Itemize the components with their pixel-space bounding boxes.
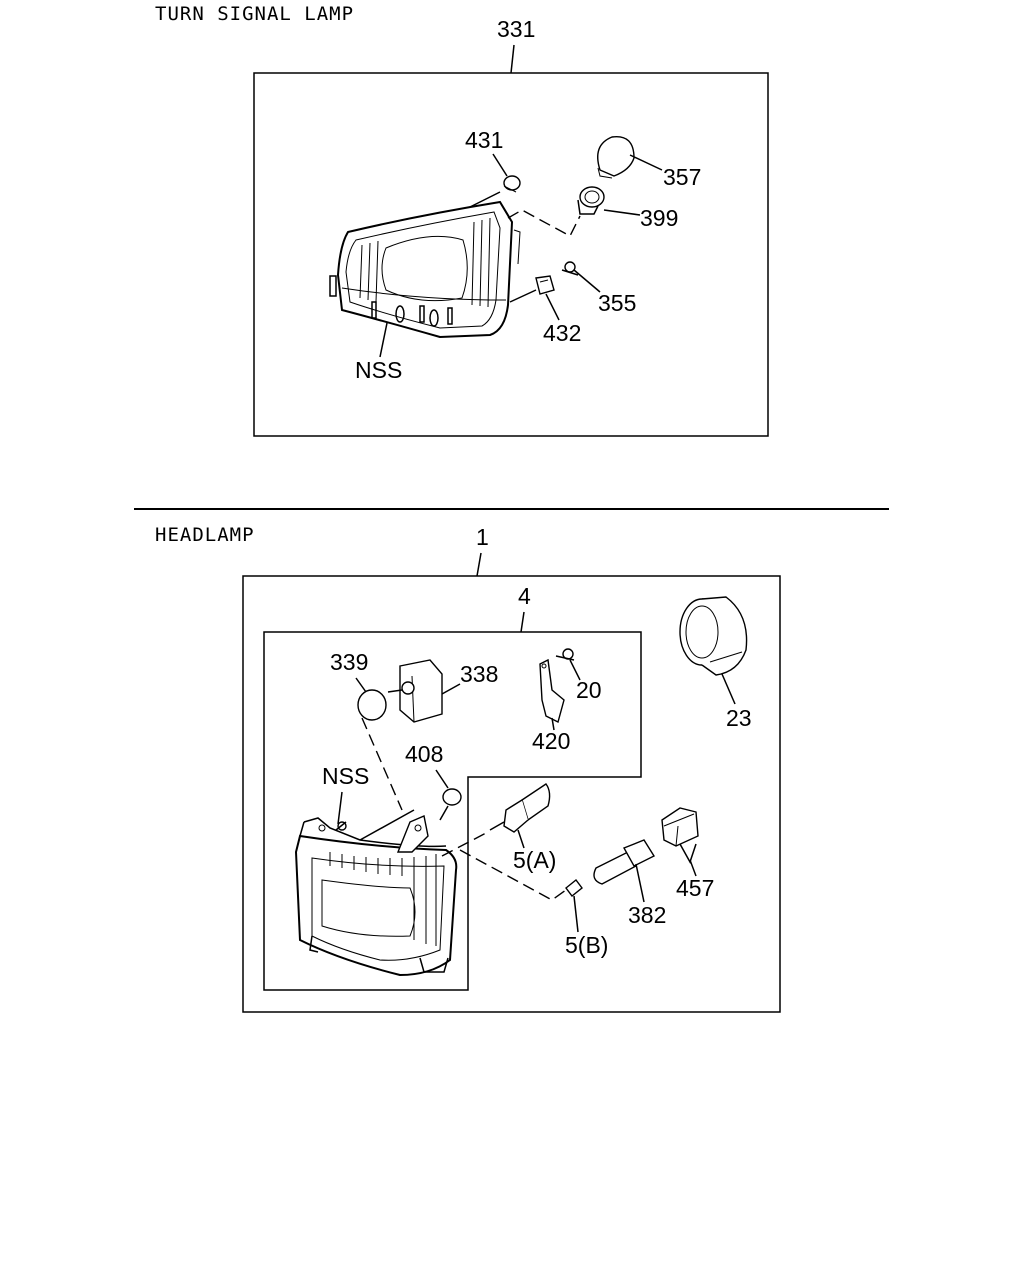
callout-339: 339 (330, 649, 368, 675)
leader-20 (569, 659, 581, 681)
leader-nss-turn (379, 322, 388, 358)
part-5a-bulb (489, 783, 551, 833)
part-339-oring (357, 689, 387, 721)
callout-382: 382 (628, 902, 666, 928)
callout-nss-head: NSS (322, 763, 369, 789)
part-20-screw (555, 648, 575, 661)
leader-382 (635, 863, 645, 903)
headlamp-title: HEADLAMP (155, 524, 255, 546)
callout-20: 20 (576, 677, 602, 703)
leader-338 (441, 683, 461, 695)
callout-23: 23 (726, 705, 752, 731)
callout-1: 1 (476, 524, 489, 550)
leader-457 (689, 859, 697, 877)
turn-signal-title: TURN SIGNAL LAMP (155, 3, 354, 25)
part-5b-bulb (565, 879, 583, 897)
callout-357: 357 (663, 164, 701, 190)
callout-4: 4 (518, 583, 531, 609)
part-420-bracket (539, 658, 565, 724)
headlamp-body (294, 805, 458, 977)
turn-signal-frame (253, 72, 769, 437)
part-355-screw (561, 261, 579, 276)
callout-5a: 5(A) (513, 847, 556, 873)
callout-431: 431 (465, 127, 503, 153)
leader-399 (603, 209, 641, 216)
leader-355 (573, 269, 601, 293)
part-357-bulb (597, 135, 635, 179)
part-457-connector (661, 807, 699, 864)
dash-339-path (361, 717, 403, 811)
nss-bolt (335, 821, 347, 831)
headlamp-frame (242, 575, 781, 1013)
leader-4 (520, 611, 525, 633)
callout-5b: 5(B) (565, 932, 608, 958)
leader-431 (492, 153, 508, 177)
headlamp-section: HEADLAMP 1 4 23 339 338 (155, 524, 781, 1013)
part-23-ring (679, 596, 748, 676)
callout-338: 338 (460, 661, 498, 687)
leader-5b (573, 895, 579, 933)
leader-331 (510, 44, 515, 74)
sub-assembly-frame (263, 631, 642, 991)
turn-signal-lamp-section: TURN SIGNAL LAMP 331 (155, 3, 769, 437)
leader-432 (545, 293, 560, 321)
leader-339 (355, 677, 367, 693)
part-399-socket (577, 186, 605, 215)
part-431-nut (469, 175, 521, 208)
dash-399-path (507, 209, 581, 237)
callout-420: 420 (532, 728, 570, 754)
dash-5a-path (441, 831, 489, 857)
callout-457: 457 (676, 875, 714, 901)
part-382-socket (593, 839, 656, 885)
callout-408: 408 (405, 741, 443, 767)
callout-432: 432 (543, 320, 581, 346)
callout-nss-turn: NSS (355, 357, 402, 383)
part-408-nut (442, 788, 462, 806)
callout-355: 355 (598, 290, 636, 316)
dash-5b-path (459, 849, 567, 901)
callout-331: 331 (497, 16, 535, 42)
leader-5a (517, 829, 525, 849)
leader-nss-head (337, 791, 343, 825)
leader-23 (721, 673, 736, 705)
leader-420 (551, 717, 555, 731)
part-338-leveling-motor (387, 659, 443, 723)
leader-408 (435, 769, 449, 789)
leader-357 (629, 154, 663, 171)
part-432-clip (509, 275, 555, 303)
callout-399: 399 (640, 205, 678, 231)
turn-signal-lamp-body (329, 200, 521, 339)
leader-1 (476, 552, 482, 577)
